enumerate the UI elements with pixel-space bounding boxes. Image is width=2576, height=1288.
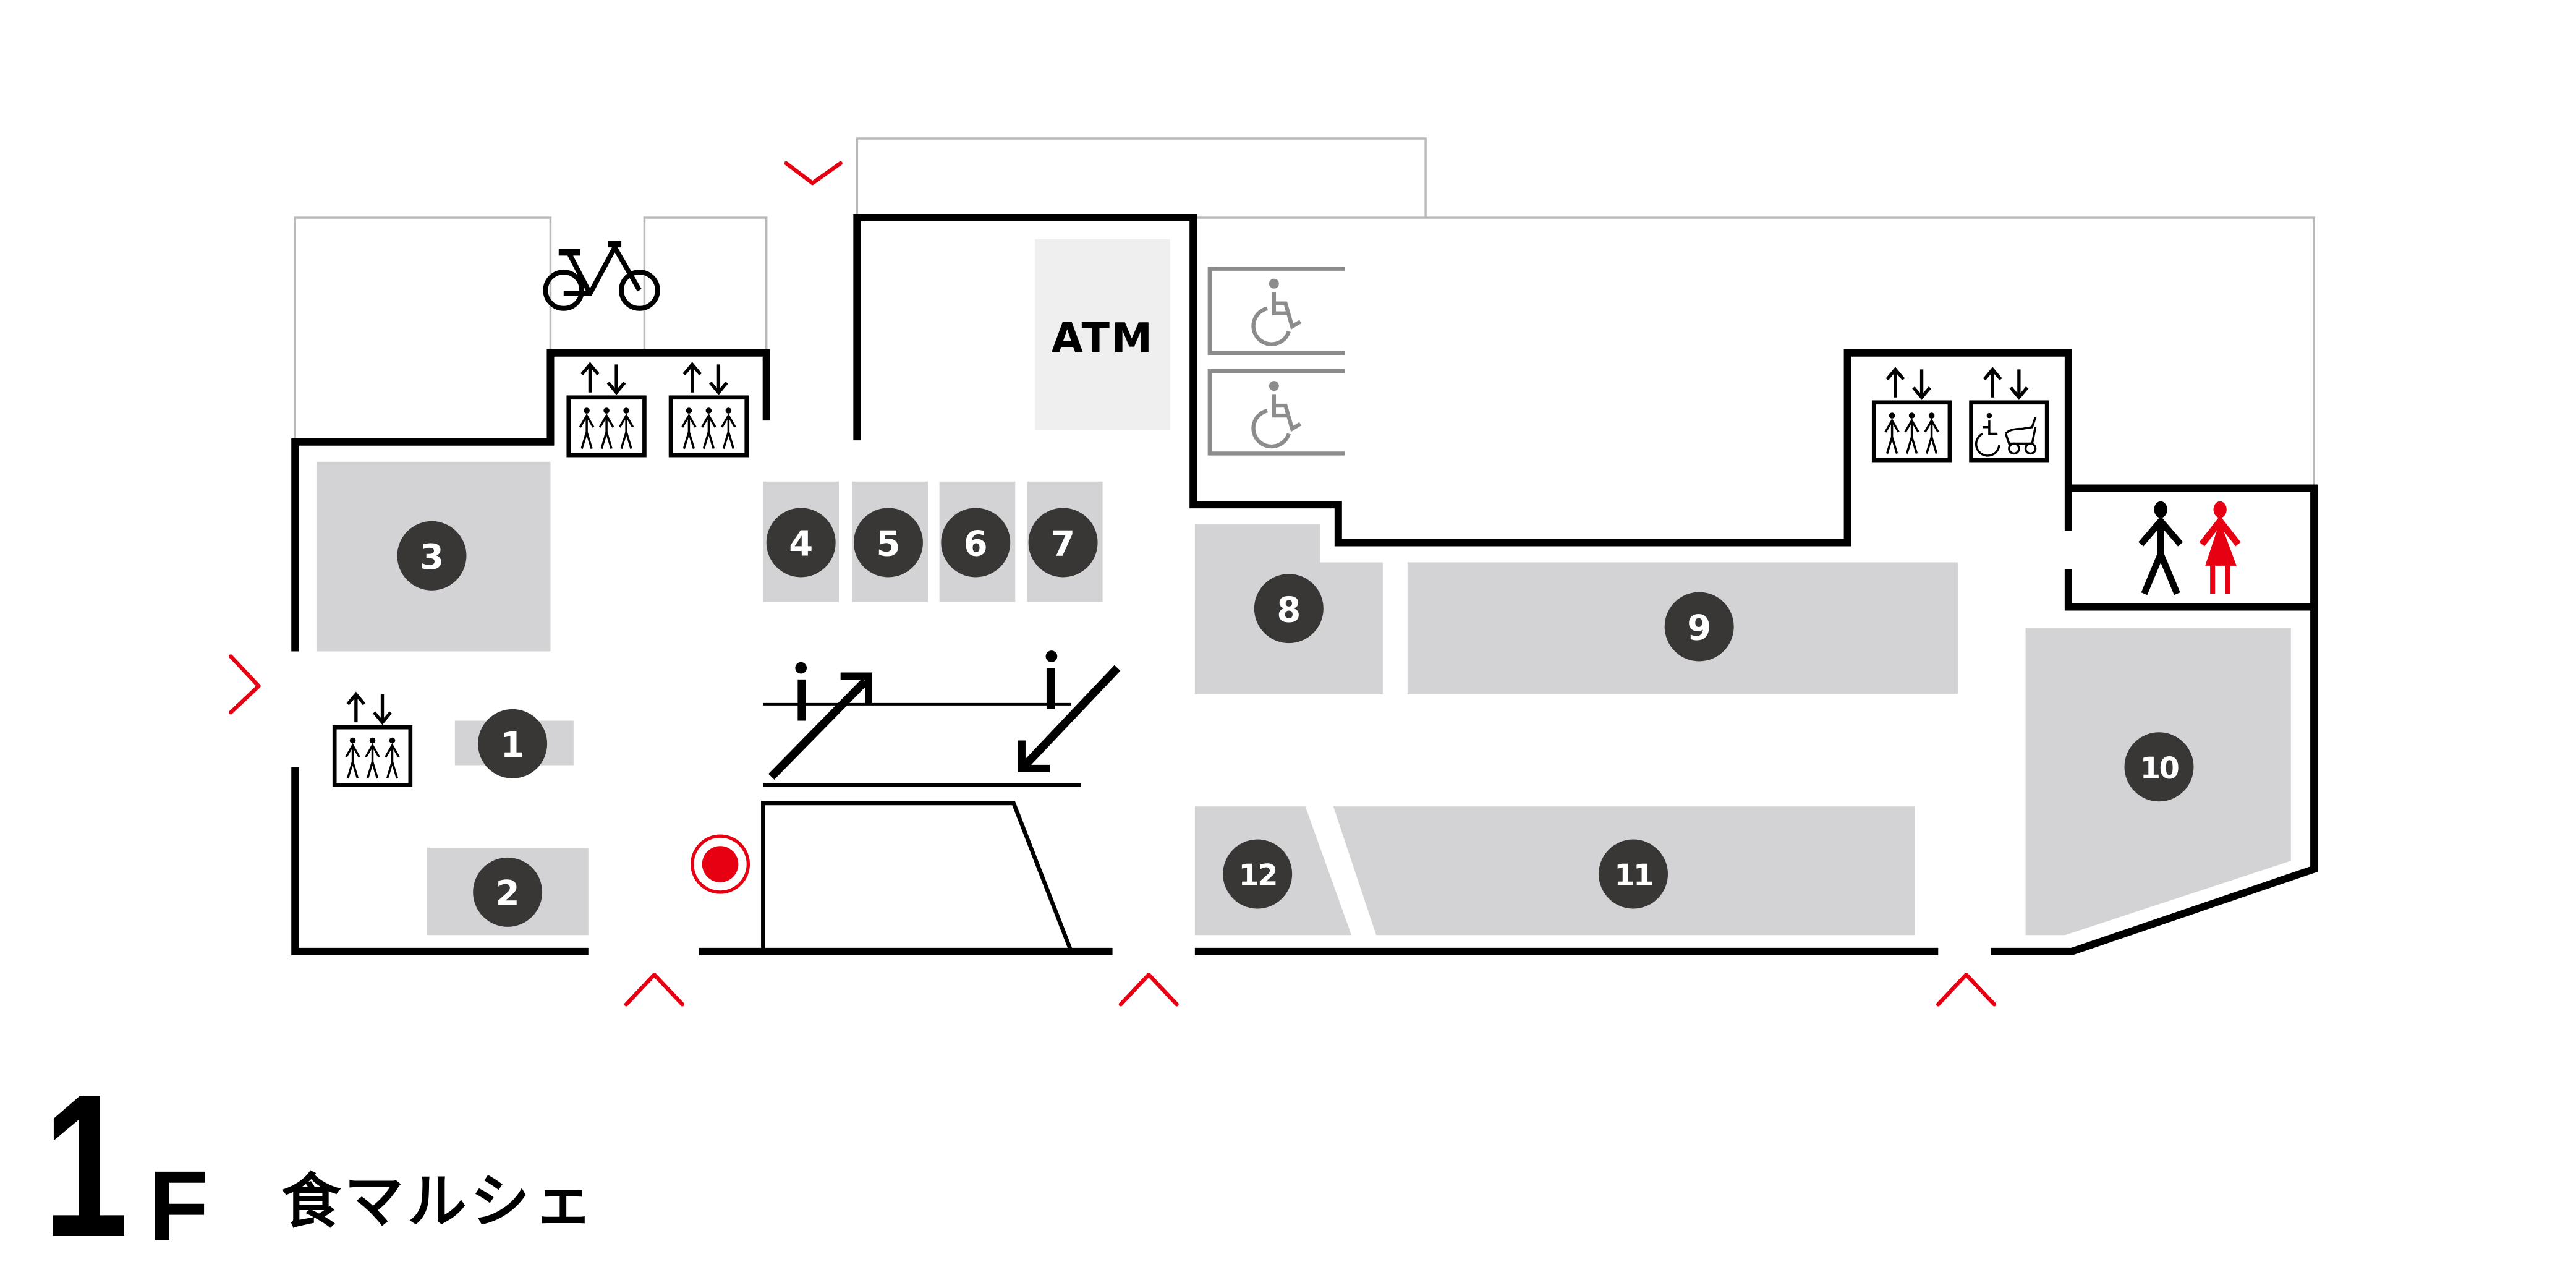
badge-circle [1664, 592, 1734, 662]
shop-badge-5[interactable]: 5 [854, 508, 923, 578]
shop-badge-1[interactable]: 1 [478, 709, 548, 778]
shop-number: 3 [420, 537, 444, 578]
shop-number: 12 [1238, 858, 1276, 893]
elevator-icon[interactable] [668, 362, 749, 458]
accessible-parking-icon [1251, 381, 1302, 449]
badge-circle [766, 508, 836, 578]
shop-number: 2 [496, 874, 520, 914]
entrance-bottom-left-chevron[interactable] [624, 973, 684, 1007]
current-location-icon [691, 834, 750, 894]
elevator-icon[interactable] [566, 362, 647, 458]
shop-number: 8 [1277, 590, 1301, 630]
shop-number: 5 [877, 524, 901, 565]
exterior-area-outline [643, 216, 768, 354]
entrances [229, 161, 1997, 1007]
exterior-area-outline [856, 137, 1427, 218]
shop-number: 6 [964, 524, 988, 565]
badge-circle [2124, 732, 2194, 802]
badge-circle [1254, 574, 1324, 644]
shop-number: 7 [1051, 524, 1075, 565]
wall [2064, 569, 2315, 611]
wall [853, 214, 2072, 547]
entrance-bottom-right-chevron[interactable] [1936, 973, 1997, 1007]
entrance-bottom-center-chevron[interactable] [1118, 973, 1179, 1007]
badge-circle [941, 508, 1011, 578]
escalator-well [761, 801, 1074, 953]
shop-badge-8[interactable]: 8 [1254, 574, 1324, 644]
badge-circle [473, 857, 543, 927]
walls [291, 214, 2318, 955]
shop-number: 10 [2140, 751, 2179, 786]
exterior-area-outline [1194, 216, 2315, 488]
elevators [332, 362, 2049, 787]
entrance-left-chevron[interactable] [229, 654, 261, 715]
escalator-up-icon[interactable] [768, 662, 872, 780]
shop-badge-3[interactable]: 3 [397, 521, 467, 591]
wall [291, 767, 589, 955]
bicycle-parking-icon [543, 241, 660, 311]
atm-label: ATM [1051, 314, 1154, 362]
accessible-parking-icon [1251, 278, 1302, 346]
escalator-down-icon[interactable] [1018, 650, 1121, 772]
badge-circle [1599, 839, 1668, 909]
parking-slot [1207, 267, 1345, 355]
atm-area[interactable] [1035, 239, 1170, 431]
badge-circle [478, 709, 548, 778]
wall [291, 349, 770, 652]
shop-badge-7[interactable]: 7 [1028, 508, 1098, 578]
parking-slot [1207, 369, 1345, 456]
shop-badge-11[interactable]: 11 [1599, 839, 1668, 909]
wall [1991, 484, 2318, 955]
shop-number: 9 [1687, 608, 1711, 649]
wheelchair-elevator-icon[interactable] [1969, 367, 2049, 463]
floor-suffix: F [148, 1150, 209, 1261]
shop-number: 4 [789, 524, 813, 565]
badge-circle [397, 521, 467, 591]
elevator-icon[interactable] [1871, 367, 1952, 463]
elevator-icon[interactable] [332, 691, 413, 787]
exterior-area-outline [294, 216, 552, 441]
entrance-top-chevron[interactable] [784, 161, 843, 186]
shop-badge-6[interactable]: 6 [941, 508, 1011, 578]
accessible-parking [1207, 267, 1345, 456]
badge-circle [1223, 839, 1293, 909]
shop-badge-12[interactable]: 12 [1223, 839, 1293, 909]
shop-badge-9[interactable]: 9 [1664, 592, 1734, 662]
restroom-icon[interactable] [2138, 501, 2241, 595]
shop-badge-4[interactable]: 4 [766, 508, 836, 578]
badge-circle [1028, 508, 1098, 578]
shop-number: 11 [1614, 858, 1652, 893]
floor-name: 食マルシェ [281, 1167, 597, 1236]
shop-badge-2[interactable]: 2 [473, 857, 543, 927]
floor-number: 1 [43, 1051, 129, 1279]
badge-circle [854, 508, 923, 578]
shop-number: 1 [501, 725, 525, 766]
shop-badge-10[interactable]: 10 [2124, 732, 2194, 802]
